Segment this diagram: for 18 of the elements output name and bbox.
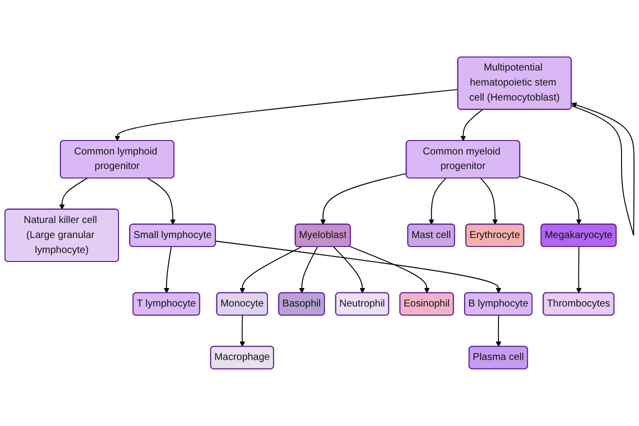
arrow	[519, 176, 582, 225]
arrow	[215, 240, 502, 294]
arrow	[59, 178, 88, 210]
arrow	[147, 178, 176, 225]
arrow	[240, 315, 246, 348]
arrow	[460, 109, 483, 142]
arrow	[333, 246, 366, 294]
arrow	[299, 246, 318, 294]
arrow	[164, 246, 172, 294]
arrow	[571, 102, 634, 236]
arrow	[348, 246, 430, 294]
arrow	[576, 246, 582, 294]
arrow	[496, 315, 502, 348]
arrow	[428, 178, 446, 225]
arrow	[320, 173, 407, 225]
arrow	[114, 89, 459, 142]
arrow	[240, 246, 302, 294]
arrow	[480, 178, 498, 225]
